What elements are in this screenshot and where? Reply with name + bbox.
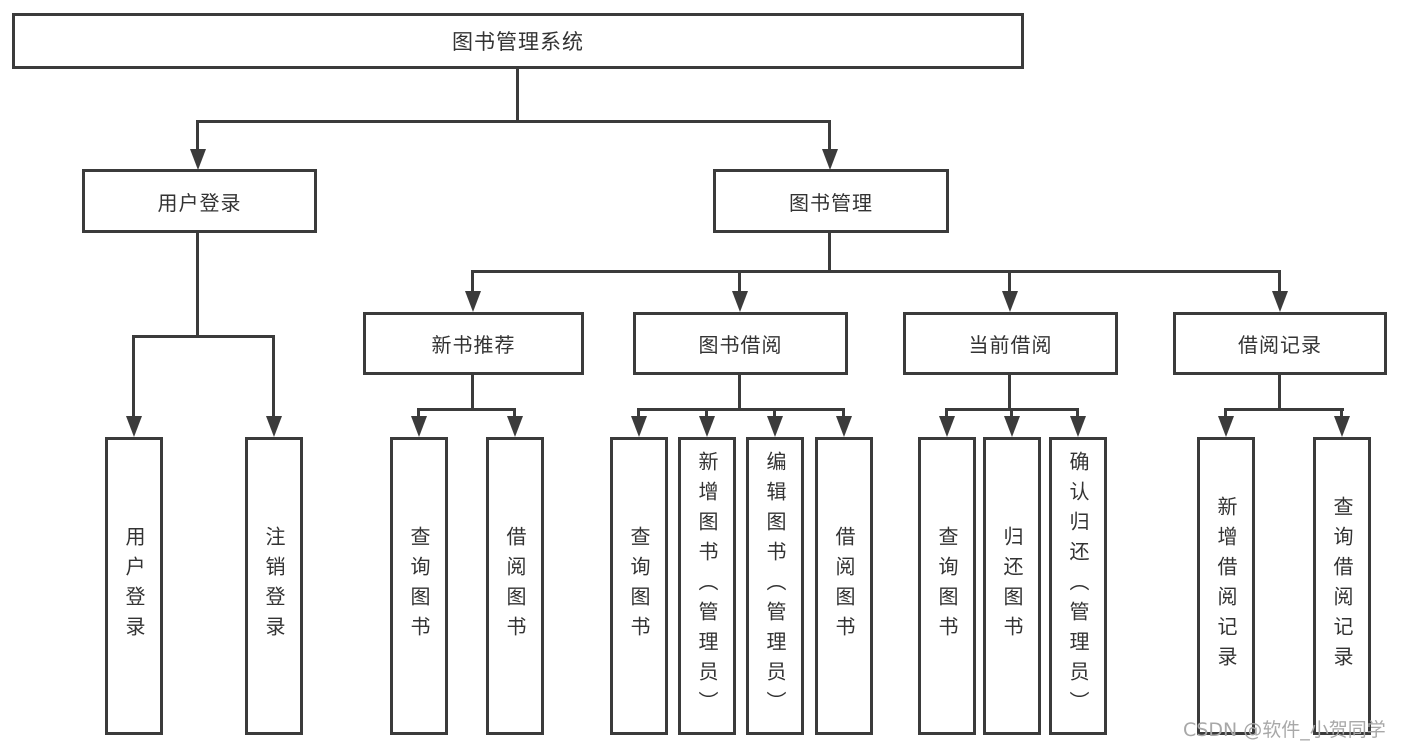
node-current-borrow: 当前借阅 <box>903 312 1118 375</box>
arrowhead-leaf-logout <box>266 416 282 437</box>
node-borrow-records: 借阅记录 <box>1173 312 1387 375</box>
leaf-current-confirm-admin-label: 确认归还（管理员） <box>1066 451 1090 721</box>
leaf-records-query: 查询借阅记录 <box>1313 437 1371 735</box>
arrowhead-bookborrow-add <box>699 416 715 437</box>
arrowhead-leaf-userlogin <box>126 416 142 437</box>
leaf-logout: 注销登录 <box>245 437 303 735</box>
connector-root-drop-right <box>828 120 831 151</box>
leaf-current-query-label: 查询图书 <box>935 526 959 646</box>
connector-drop-bookborrow <box>738 270 741 293</box>
arrowhead-current-return <box>1004 416 1020 437</box>
arrowhead-user-login <box>190 149 206 170</box>
node-user-login-label: 用户登录 <box>157 190 242 215</box>
connector-root-drop-left <box>196 120 199 151</box>
connector-root-stub <box>516 69 519 120</box>
connector-records-drop1 <box>1224 408 1227 418</box>
connector-userlogin-stub <box>196 233 199 335</box>
connector-bookborrow-drop2 <box>705 408 708 418</box>
node-book-management-label: 图书管理 <box>789 190 873 215</box>
arrowhead-bookborrow-edit <box>767 416 783 437</box>
connector-drop-currentborrow <box>1008 270 1011 293</box>
connector-bookborrow-drop3 <box>773 408 776 418</box>
leaf-records-add: 新增借阅记录 <box>1197 437 1255 735</box>
leaf-records-query-label: 查询借阅记录 <box>1330 496 1354 676</box>
arrowhead-current-query <box>939 416 955 437</box>
arrowhead-currentborrow <box>1002 291 1018 312</box>
connector-userlogin-hbar <box>132 335 275 338</box>
leaf-borrow-add-admin-label: 新增图书（管理员） <box>695 451 719 721</box>
node-book-management: 图书管理 <box>713 169 949 233</box>
arrowhead-bookborrow-query <box>631 416 647 437</box>
connector-currentborrow-drop1 <box>945 408 948 418</box>
connector-newbooks-drop1 <box>417 408 420 418</box>
leaf-current-return-label: 归还图书 <box>1000 526 1024 646</box>
arrowhead-newbooks-borrow <box>507 416 523 437</box>
connector-newbooks-drop2 <box>513 408 516 418</box>
leaf-borrow-book: 借阅图书 <box>815 437 873 735</box>
node-new-book-recommend: 新书推荐 <box>363 312 584 375</box>
arrowhead-bookborrow <box>732 291 748 312</box>
connector-bookborrow-drop4 <box>842 408 845 418</box>
leaf-current-return: 归还图书 <box>983 437 1041 735</box>
leaf-user-login: 用户登录 <box>105 437 163 735</box>
connector-currentborrow-drop3 <box>1076 408 1079 418</box>
connector-drop-borrowrecords <box>1278 270 1281 293</box>
leaf-newbooks-query: 查询图书 <box>390 437 448 735</box>
node-book-borrow: 图书借阅 <box>633 312 848 375</box>
leaf-borrow-book-label: 借阅图书 <box>832 526 856 646</box>
arrowhead-newbooks <box>465 291 481 312</box>
connector-newbooks-hbar <box>417 408 516 411</box>
connector-bookborrow-drop1 <box>637 408 640 418</box>
connector-userlogin-drop1 <box>132 335 135 417</box>
leaf-borrow-query: 查询图书 <box>610 437 668 735</box>
leaf-current-confirm-admin: 确认归还（管理员） <box>1049 437 1107 735</box>
arrowhead-bookborrow-borrow <box>836 416 852 437</box>
arrowhead-book-management <box>822 149 838 170</box>
node-user-login: 用户登录 <box>82 169 317 233</box>
leaf-user-login-label: 用户登录 <box>122 526 146 646</box>
leaf-newbooks-query-label: 查询图书 <box>407 526 431 646</box>
arrowhead-newbooks-query <box>411 416 427 437</box>
connector-records-stub <box>1278 375 1281 408</box>
leaf-newbooks-borrow: 借阅图书 <box>486 437 544 735</box>
connector-bookmgmt-stub <box>828 233 831 270</box>
leaf-borrow-edit-admin: 编辑图书（管理员） <box>746 437 804 735</box>
leaf-borrow-add-admin: 新增图书（管理员） <box>678 437 736 735</box>
connector-bookmgmt-hbar <box>471 270 1281 273</box>
connector-records-drop2 <box>1340 408 1343 418</box>
leaf-newbooks-borrow-label: 借阅图书 <box>503 526 527 646</box>
node-new-book-recommend-label: 新书推荐 <box>431 333 516 357</box>
node-book-borrow-label: 图书借阅 <box>698 333 783 357</box>
arrowhead-borrowrecords <box>1272 291 1288 312</box>
leaf-records-add-label: 新增借阅记录 <box>1214 496 1238 676</box>
leaf-current-query: 查询图书 <box>918 437 976 735</box>
arrowhead-records-query <box>1334 416 1350 437</box>
arrowhead-records-add <box>1218 416 1234 437</box>
connector-root-hbar <box>196 120 831 123</box>
root-node: 图书管理系统 <box>12 13 1024 69</box>
leaf-borrow-query-label: 查询图书 <box>627 526 651 646</box>
connector-records-hbar <box>1224 408 1344 411</box>
connector-userlogin-drop2 <box>272 335 275 417</box>
csdn-watermark: CSDN @软件_小贺同学 <box>1183 719 1386 741</box>
leaf-logout-label: 注销登录 <box>262 526 286 646</box>
node-current-borrow-label: 当前借阅 <box>968 333 1053 357</box>
node-borrow-records-label: 借阅记录 <box>1238 333 1322 357</box>
connector-bookborrow-hbar <box>637 408 845 411</box>
connector-currentborrow-drop2 <box>1010 408 1013 418</box>
connector-drop-newbooks <box>471 270 474 293</box>
leaf-borrow-edit-admin-label: 编辑图书（管理员） <box>763 451 787 721</box>
connector-newbooks-stub <box>471 375 474 408</box>
arrowhead-current-confirm <box>1070 416 1086 437</box>
connector-currentborrow-stub <box>1008 375 1011 408</box>
root-node-label: 图书管理系统 <box>452 30 584 54</box>
connector-bookborrow-stub <box>738 375 741 408</box>
